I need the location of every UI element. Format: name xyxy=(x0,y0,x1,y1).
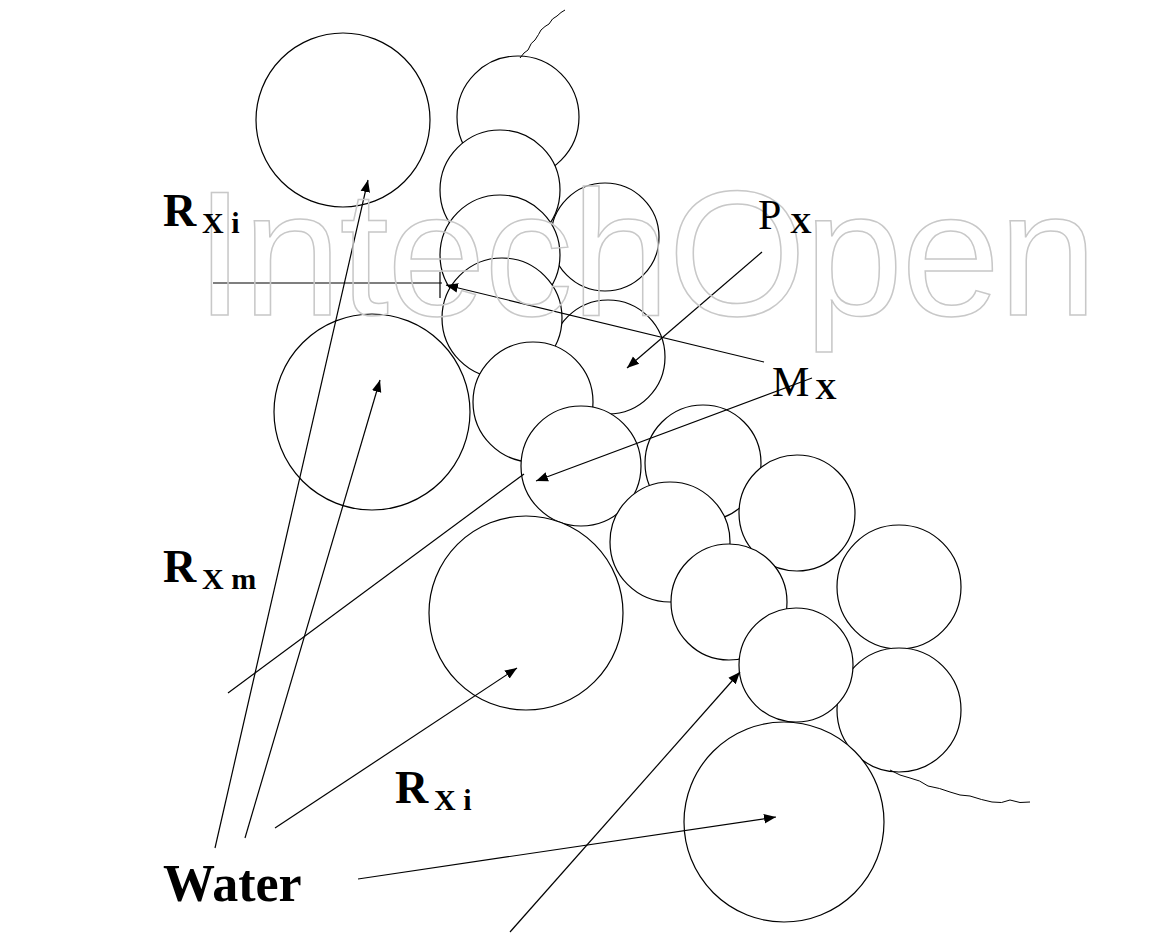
watermark: IntechOpen xyxy=(195,165,1095,343)
symbol-letter: R xyxy=(163,544,196,590)
region-label: Water xyxy=(163,858,302,910)
symbol-letter: R xyxy=(163,188,196,234)
symbol-subscript: X i xyxy=(202,208,240,238)
symbol-letter: M xyxy=(772,361,809,403)
surface-edge xyxy=(520,10,1030,803)
symbol-letter: R xyxy=(395,765,428,811)
symbol-subscript: X m xyxy=(202,564,256,594)
symbol-letter: P xyxy=(758,194,781,236)
symbol-subscript: X i xyxy=(434,785,472,815)
symbol-subscript: X xyxy=(790,208,812,238)
symbol-subscript: X xyxy=(815,374,837,404)
